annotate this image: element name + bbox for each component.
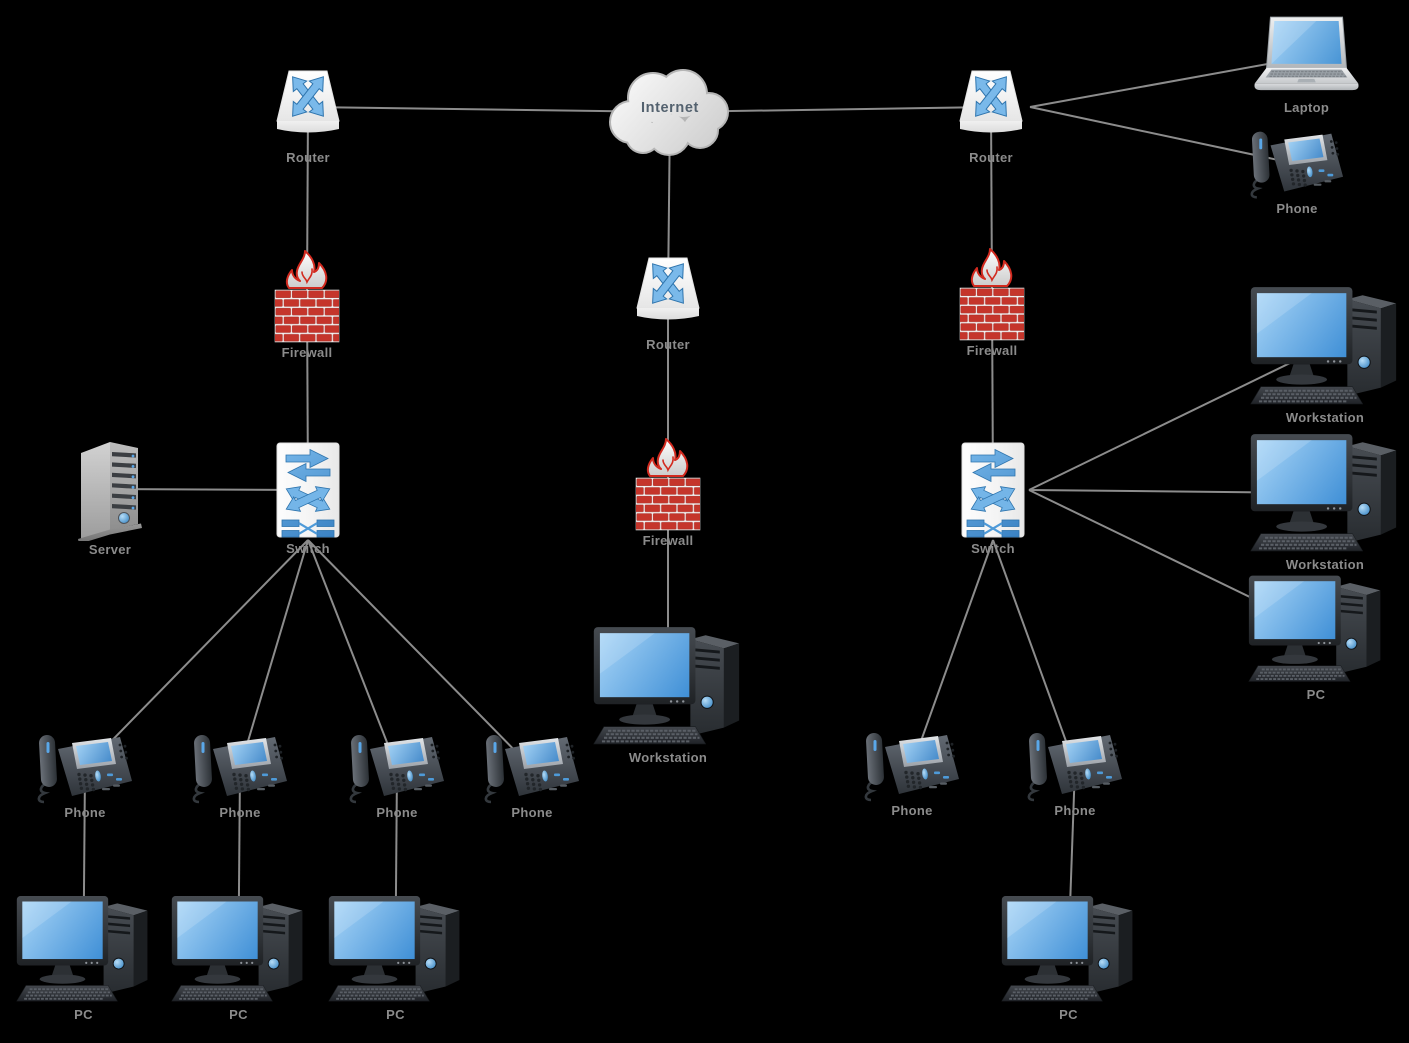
node-router-left[interactable]: Router (269, 65, 347, 165)
phone-icon (37, 735, 132, 804)
node-label-firewall-left: Firewall (281, 345, 333, 360)
phone-icon (864, 733, 959, 802)
node-label-firewall-center: Firewall (642, 533, 694, 548)
connection-switch-right--workstation-right-1 (1028, 345, 1326, 491)
node-label-pc-left-3: PC (386, 1007, 405, 1022)
node-label-phone-left-2: Phone (219, 805, 261, 820)
node-label-router-center: Router (646, 337, 690, 352)
desktop-icon (1001, 896, 1133, 1002)
phone-icon (1027, 733, 1122, 802)
node-firewall-left[interactable]: Firewall (272, 250, 342, 360)
connection-router-right--laptop (1029, 56, 1307, 108)
desktop-icon (593, 627, 740, 745)
node-phone-left-3[interactable]: Phone (347, 732, 447, 820)
connection-router-left--internet (307, 106, 671, 113)
node-pc-right-bottom[interactable]: PC (1000, 892, 1137, 1022)
firewall-icon (274, 250, 340, 343)
node-pc-right[interactable]: PC (1246, 572, 1386, 702)
node-router-center[interactable]: Router (629, 252, 707, 352)
node-phone-left-1[interactable]: Phone (35, 732, 135, 820)
node-workstation-center[interactable]: Workstation (589, 623, 747, 765)
server-icon (78, 442, 142, 541)
node-label-pc-left-2: PC (229, 1007, 248, 1022)
node-switch-right[interactable]: Switch (957, 440, 1029, 556)
connection-switch-left--phone-left-3 (307, 539, 398, 769)
node-label-server: Server (88, 542, 132, 557)
connection-switch-left--phone-left-4 (307, 539, 533, 769)
cloud-icon (609, 69, 729, 156)
firewall-icon (959, 248, 1025, 341)
node-label-phone-left-3: Phone (376, 805, 418, 820)
node-workstation-right-1[interactable]: Workstation (1245, 283, 1405, 425)
connection-switch-left--phone-left-1 (84, 539, 309, 769)
node-label-phone-right-2: Phone (1054, 803, 1096, 818)
switch-icon (276, 442, 340, 538)
desktop-icon (16, 896, 148, 1002)
node-label-switch-right: Switch (971, 541, 1015, 556)
node-server[interactable]: Server (75, 437, 145, 557)
connection-switch-right--phone-right-1 (911, 539, 994, 767)
node-pc-left-2[interactable]: PC (170, 892, 307, 1022)
phone-icon (349, 735, 444, 804)
node-label-pc-left-1: PC (74, 1007, 93, 1022)
node-label-router-left: Router (286, 150, 330, 165)
phone-icon (484, 735, 579, 804)
node-label-phone-right-1: Phone (891, 803, 933, 818)
node-phone-right-top[interactable]: Phone (1248, 128, 1346, 216)
node-label-router-right: Router (969, 150, 1013, 165)
node-phone-right-2[interactable]: Phone (1025, 730, 1125, 818)
desktop-icon (328, 896, 460, 1002)
node-workstation-right-2[interactable]: Workstation (1245, 430, 1405, 572)
switch-icon (961, 442, 1025, 538)
connection-router-right--phone-right-top (1029, 106, 1298, 165)
desktop-icon (1250, 434, 1397, 552)
node-firewall-right[interactable]: Firewall (957, 248, 1027, 358)
node-label-phone-right-top: Phone (1276, 201, 1318, 216)
node-label-workstation-right-2: Workstation (1285, 557, 1365, 572)
connection-switch-left--phone-left-2 (239, 539, 309, 769)
connection-switch-right--phone-right-2 (992, 539, 1076, 767)
node-label-pc-right-bottom: PC (1059, 1007, 1078, 1022)
desktop-icon (1248, 575, 1381, 682)
firewall-icon (635, 438, 701, 531)
node-pc-left-1[interactable]: PC (15, 892, 152, 1022)
node-phone-left-4[interactable]: Phone (482, 732, 582, 820)
router-icon (636, 257, 700, 320)
router-icon (276, 70, 340, 133)
node-label-switch-left: Switch (286, 541, 330, 556)
node-label-firewall-right: Firewall (966, 343, 1018, 358)
node-pc-left-3[interactable]: PC (327, 892, 464, 1022)
node-internet[interactable]: Internet (603, 62, 737, 162)
desktop-icon (1250, 287, 1397, 405)
node-label-workstation-center: Workstation (628, 750, 708, 765)
router-icon (959, 70, 1023, 133)
node-phone-left-2[interactable]: Phone (190, 732, 290, 820)
phone-icon (192, 735, 287, 804)
phone-icon (1250, 131, 1344, 199)
node-switch-left[interactable]: Switch (272, 440, 344, 556)
node-firewall-center[interactable]: Firewall (633, 438, 703, 548)
laptop-icon (1254, 16, 1359, 91)
node-label-internet: Internet (641, 100, 699, 116)
node-label-phone-left-1: Phone (64, 805, 106, 820)
node-label-laptop: Laptop (1283, 100, 1330, 115)
node-label-workstation-right-1: Workstation (1285, 410, 1365, 425)
desktop-icon (171, 896, 303, 1002)
connection-switch-left--server (109, 488, 309, 491)
node-laptop[interactable]: Laptop (1250, 15, 1363, 115)
node-label-pc-right: PC (1306, 687, 1326, 702)
node-phone-right-1[interactable]: Phone (862, 730, 962, 818)
node-label-phone-left-4: Phone (511, 805, 553, 820)
node-router-right[interactable]: Router (952, 65, 1030, 165)
